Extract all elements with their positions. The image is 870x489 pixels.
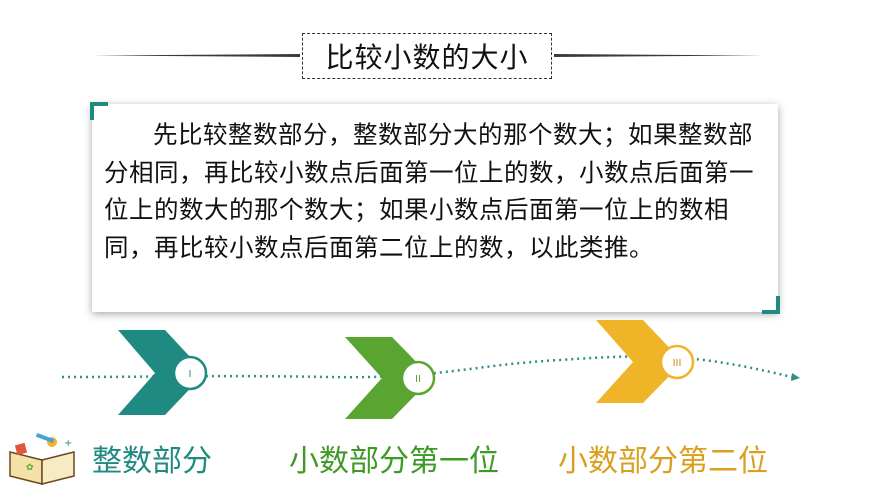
rule-card: 先比较整数部分，整数部分大的那个数大；如果整数部分相同，再比较小数点后面第一位上… [90, 102, 780, 314]
corner-bracket-icon [762, 296, 780, 314]
page-title: 比较小数的大小 [302, 33, 552, 79]
book-icon: + ✿ [9, 433, 75, 485]
flow-line [61, 355, 793, 379]
step-3-chevron: III [596, 320, 695, 403]
rule-text: 先比较整数部分，整数部分大的那个数大；如果整数部分相同，再比较小数点后面第一位上… [104, 120, 754, 262]
svg-text:+: + [64, 438, 72, 449]
step-flow-diagram: I II III [61, 320, 800, 419]
corner-bracket-icon [90, 102, 108, 120]
step-2-chevron: II [345, 337, 436, 419]
title-decoration-right [554, 54, 764, 57]
title-decoration-left [92, 54, 300, 57]
step-2-numeral: II [415, 374, 421, 385]
step-1-chevron: I [118, 330, 208, 415]
step-1-numeral: I [189, 369, 192, 380]
step-2-label: 小数部分第一位 [289, 444, 499, 479]
step-1-label: 整数部分 [92, 444, 212, 479]
flow-arrow-icon [791, 373, 800, 381]
step-3-numeral: III [673, 358, 682, 369]
svg-text:✿: ✿ [26, 463, 34, 473]
step-3-label: 小数部分第二位 [558, 444, 768, 479]
